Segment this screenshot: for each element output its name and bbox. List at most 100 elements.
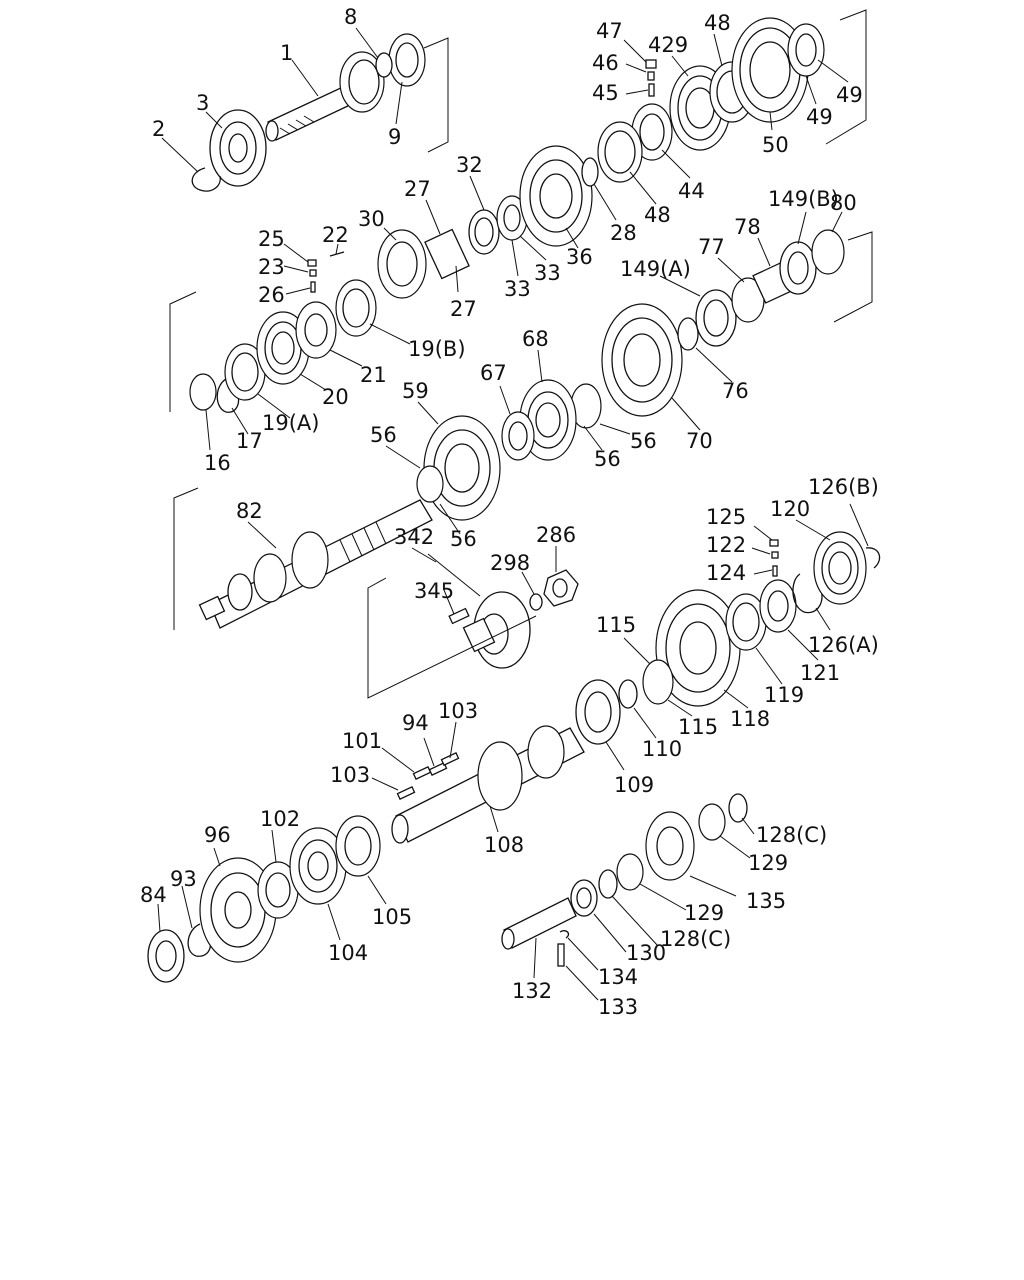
gear-104-part bbox=[289, 827, 347, 905]
label-108: 108 bbox=[484, 833, 524, 857]
label-49-right: 49 bbox=[836, 83, 863, 107]
small-gear-part bbox=[787, 23, 825, 77]
snap-ring-part bbox=[191, 167, 221, 192]
ball-part bbox=[648, 83, 655, 97]
washer-128c-upper-part bbox=[728, 793, 748, 823]
label-126b: 126(B) bbox=[808, 475, 879, 499]
label-133: 133 bbox=[598, 995, 638, 1019]
label-1: 1 bbox=[280, 41, 293, 65]
label-36: 36 bbox=[566, 245, 593, 269]
label-46: 46 bbox=[592, 51, 619, 75]
ring-gear-part bbox=[388, 33, 426, 87]
label-26: 26 bbox=[258, 283, 285, 307]
hub-121-part bbox=[759, 579, 797, 633]
label-124: 124 bbox=[706, 561, 746, 585]
label-119: 119 bbox=[764, 683, 804, 707]
synchro-hub-21-part bbox=[295, 301, 337, 359]
label-76: 76 bbox=[722, 379, 749, 403]
key-103b-part bbox=[440, 752, 460, 766]
thrust-washer-28-part bbox=[581, 157, 599, 187]
label-110: 110 bbox=[642, 737, 682, 761]
label-129-lower: 129 bbox=[684, 901, 724, 925]
gear-30-part bbox=[377, 229, 427, 299]
label-128c-upper: 128(C) bbox=[756, 823, 827, 847]
label-134: 134 bbox=[598, 965, 638, 989]
group-bracket bbox=[423, 37, 449, 153]
label-49-left: 49 bbox=[806, 105, 833, 129]
label-122: 122 bbox=[706, 533, 746, 557]
snap-ring-126b-part bbox=[865, 547, 881, 569]
collar-part bbox=[468, 209, 500, 255]
label-342: 342 bbox=[394, 525, 434, 549]
label-19b: 19(B) bbox=[408, 337, 466, 361]
reverse-idler-group bbox=[501, 793, 748, 967]
key-103a-part bbox=[396, 786, 416, 800]
label-30: 30 bbox=[358, 207, 385, 231]
label-104: 104 bbox=[328, 941, 368, 965]
label-33-right: 33 bbox=[534, 261, 561, 285]
label-94: 94 bbox=[402, 711, 429, 735]
bolt-345-part bbox=[448, 607, 470, 625]
gear-105-part bbox=[335, 815, 381, 877]
label-93: 93 bbox=[170, 867, 197, 891]
label-33-left: 33 bbox=[504, 277, 531, 301]
needle-bearing-129-upper-part bbox=[698, 803, 726, 841]
ball-124-part bbox=[772, 565, 778, 577]
shaft-132-part bbox=[501, 897, 577, 950]
label-22: 22 bbox=[322, 223, 349, 247]
label-19a: 19(A) bbox=[262, 411, 319, 435]
label-16: 16 bbox=[204, 451, 231, 475]
clip-134-part bbox=[559, 930, 570, 939]
label-109: 109 bbox=[614, 773, 654, 797]
sleeve-120-part bbox=[813, 531, 867, 605]
label-130: 130 bbox=[626, 941, 666, 965]
label-8: 8 bbox=[344, 5, 357, 29]
gear-row-2 bbox=[377, 145, 599, 299]
spring-part bbox=[647, 71, 655, 81]
label-125: 125 bbox=[706, 505, 746, 529]
label-56-right: 56 bbox=[630, 429, 657, 453]
group-bracket-upper bbox=[825, 9, 867, 145]
blocker-ring-19a-part bbox=[224, 343, 266, 401]
label-27-lower: 27 bbox=[450, 297, 477, 321]
label-286: 286 bbox=[536, 523, 576, 547]
flange-part bbox=[462, 591, 531, 669]
leader-lines bbox=[157, 27, 869, 1001]
label-345: 345 bbox=[414, 579, 454, 603]
shift-key-25-part bbox=[307, 259, 317, 267]
label-67: 67 bbox=[480, 361, 507, 385]
label-103-left: 103 bbox=[330, 763, 370, 787]
needle-bearing-129-lower-part bbox=[616, 853, 644, 891]
label-32: 32 bbox=[456, 153, 483, 177]
label-23: 23 bbox=[258, 255, 285, 279]
synchro-group-lower bbox=[169, 251, 377, 413]
label-56-left: 56 bbox=[370, 423, 397, 447]
ring-110-part bbox=[618, 679, 638, 709]
label-3: 3 bbox=[196, 91, 209, 115]
label-27-upper: 27 bbox=[404, 177, 431, 201]
bearing-84-part bbox=[147, 929, 185, 983]
label-118: 118 bbox=[730, 707, 770, 731]
bearing-109-part bbox=[575, 679, 621, 745]
gear-118-part bbox=[655, 589, 741, 707]
label-25: 25 bbox=[258, 227, 285, 251]
bearing-part bbox=[209, 109, 267, 187]
label-298: 298 bbox=[490, 551, 530, 575]
label-105: 105 bbox=[372, 905, 412, 929]
part-labels: 1 3 2 8 9 47 46 45 429 48 49 49 50 44 48… bbox=[140, 5, 879, 1019]
label-17: 17 bbox=[236, 429, 263, 453]
label-128c-lower: 128(C) bbox=[660, 927, 731, 951]
needle-bearing-part bbox=[424, 228, 470, 280]
label-115-lower: 115 bbox=[678, 715, 718, 739]
label-120: 120 bbox=[770, 497, 810, 521]
label-102: 102 bbox=[260, 807, 300, 831]
label-44: 44 bbox=[678, 179, 705, 203]
input-shaft-part bbox=[265, 51, 385, 142]
snap-ring-93-part bbox=[187, 923, 212, 957]
gear-36-part bbox=[519, 145, 593, 247]
mainshaft-gears bbox=[416, 379, 602, 521]
key-101-part bbox=[412, 766, 432, 780]
washer-298-part bbox=[529, 593, 543, 611]
key-94-part bbox=[428, 762, 448, 776]
label-77: 77 bbox=[698, 235, 725, 259]
